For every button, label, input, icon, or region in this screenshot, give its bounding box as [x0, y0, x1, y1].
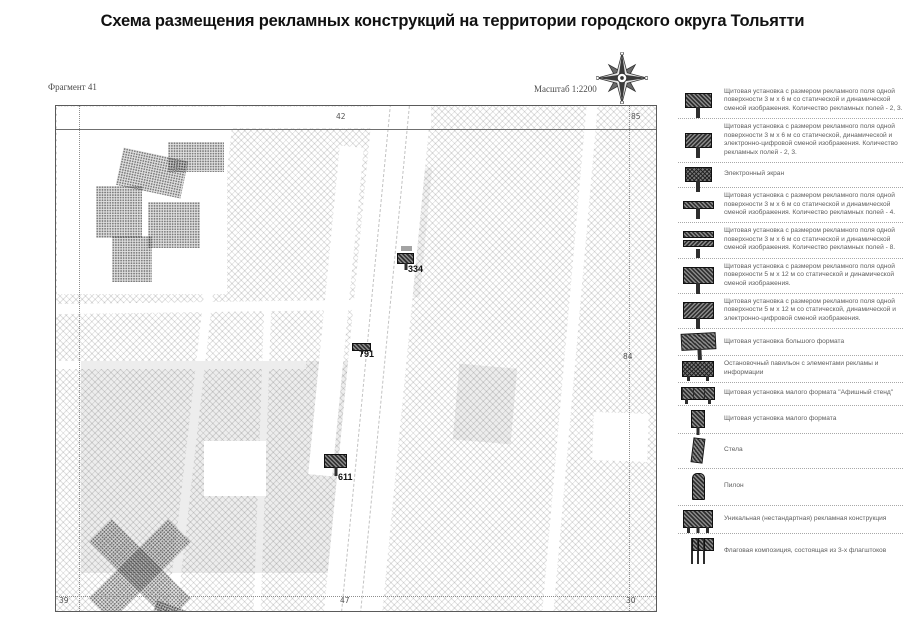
billboard-wing-marker-icon [352, 343, 371, 351]
legend-item: Флаговая композиция, состоящая из 3-х фл… [678, 534, 903, 569]
map-fragment: 334 791 611 42 85 84 39 47 30 [55, 105, 657, 612]
map-inner-frame-line [56, 596, 656, 597]
legend: Щитовая установка с размером рекламного … [678, 84, 903, 569]
legend-item-label: Щитовая установка с размером рекламного … [724, 88, 903, 112]
map-micro-label [401, 246, 412, 251]
stela-icon [690, 437, 706, 464]
map-inner-frame-line [629, 106, 630, 611]
legend-item: Щитовая установка с размером рекламного … [678, 188, 903, 224]
legend-item-label: Щитовая установка малого формата [724, 414, 837, 422]
map-white-area [592, 412, 649, 462]
map-building [112, 236, 152, 282]
flag-composition-icon [691, 538, 714, 565]
legend-item: Щитовая установка с размером рекламного … [678, 223, 903, 259]
billboard-large-format-icon [680, 332, 716, 352]
marker-label: 791 [359, 349, 375, 359]
billboard-5x12-digital-icon [682, 302, 714, 320]
page-title: Схема размещения рекламных конструкций н… [100, 12, 805, 30]
legend-item-label: Флаговая композиция, состоящая из 3-х фл… [724, 546, 887, 554]
map-road [56, 299, 357, 315]
billboard-3x6-digital-icon [684, 132, 712, 148]
legend-item: Уникальная (нестандартная) рекламная кон… [678, 506, 903, 535]
poster-stand-icon [681, 387, 715, 405]
legend-item-label: Пилон [724, 482, 744, 490]
legend-item: Щитовая установка с размером рекламного … [678, 294, 903, 330]
legend-item-label: Электронный экран [724, 170, 785, 178]
electronic-screen-icon [684, 167, 712, 183]
map-building [148, 202, 200, 248]
edge-label-top-right: 85 [631, 112, 641, 121]
map-road [56, 361, 306, 369]
legend-item-label: Остановочный павильон с элементами рекла… [724, 360, 879, 376]
billboard-3x6-8fields-icon [682, 231, 714, 249]
map-white-area [57, 128, 227, 294]
legend-item: Щитовая установка малого формата [678, 406, 903, 435]
legend-item-label: Щитовая установка с размером рекламного … [724, 123, 898, 156]
map-white-area [57, 107, 431, 128]
small-format-icon [691, 410, 705, 429]
edge-label-right-middle: 84 [623, 352, 633, 361]
legend-item: Пилон [678, 469, 903, 507]
map-building [96, 186, 142, 238]
legend-item-label: Щитовая установка с размером рекламного … [724, 262, 895, 287]
map-gray-block [452, 363, 518, 445]
legend-item: Щитовая установка малого формата "Афишны… [678, 383, 903, 407]
billboard-5x12-icon [682, 266, 714, 284]
legend-item: Щитовая установка с размером рекламного … [678, 259, 903, 294]
legend-item-label: Стела [724, 446, 743, 454]
map-inner-frame-line [56, 129, 656, 130]
legend-item: Щитовая установка с размером рекламного … [678, 84, 903, 120]
map-building [168, 142, 224, 172]
pylon-icon [691, 473, 705, 501]
legend-item-label: Щитовая установка большого формата [724, 337, 845, 345]
billboard-3x6-4fields-icon [682, 200, 714, 209]
compass-rose-icon [596, 52, 648, 104]
legend-item-label: Уникальная (нестандартная) рекламная кон… [724, 514, 887, 522]
billboard-marker-icon [324, 454, 347, 468]
edge-label-bottom-right: 30 [626, 596, 636, 605]
map-inner-frame-line [79, 106, 80, 611]
bus-shelter-icon [682, 360, 714, 381]
fragment-label: Фрагмент 41 [48, 82, 97, 92]
marker-label: 334 [408, 264, 424, 274]
scale-label: Масштаб 1:2200 [534, 84, 597, 94]
unique-structure-icon [683, 510, 713, 534]
legend-item-label: Щитовая установка с размером рекламного … [724, 227, 896, 252]
legend-item: Щитовая установка с размером рекламного … [678, 119, 903, 164]
map-road [540, 106, 599, 611]
edge-label-top-center: 42 [336, 112, 346, 121]
legend-item-label: Щитовая установка с размером рекламного … [724, 192, 896, 216]
billboard-marker-icon [397, 253, 414, 264]
edge-label-bottom-center: 47 [340, 596, 350, 605]
legend-item: Остановочный павильон с элементами рекла… [678, 356, 903, 384]
marker-label: 611 [338, 472, 353, 482]
legend-item: Стела [678, 434, 903, 470]
legend-item: Щитовая установка большого формата [678, 329, 903, 357]
edge-label-bottom-left: 39 [59, 596, 69, 605]
map-white-area [204, 441, 266, 496]
legend-item-label: Щитовая установка с размером рекламного … [724, 298, 896, 322]
legend-item: Электронный экран [678, 163, 903, 189]
legend-item-label: Щитовая установка малого формата "Афишны… [724, 389, 894, 397]
billboard-3x6-icon [684, 93, 712, 109]
